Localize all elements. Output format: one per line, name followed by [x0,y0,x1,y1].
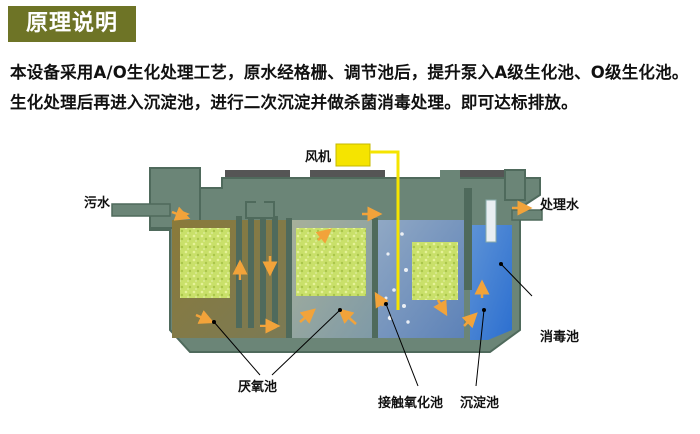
sediment-water [470,225,512,340]
media-block [412,242,458,300]
label-anaerobic-tank: 厌氧池 [238,380,278,395]
media-block [296,228,366,296]
leader-lines [213,263,533,387]
blower-box [335,143,371,167]
top-covers [225,170,525,178]
outlet-pipe [511,209,543,221]
label-sedimentation-tank: 沉淀池 [460,396,500,411]
media-block [180,228,230,298]
label-disinfection-tank: 消毒池 [540,330,580,345]
air-pipe [370,150,400,310]
section-title: 原理说明 [8,6,136,42]
label-sewage: 污水 [84,196,111,211]
inlet-pipe [111,203,171,217]
tank-diagram-svg [111,143,543,387]
process-diagram: 风机 污水 处理水 消毒池 厌氧池 接触氧化池 沉淀池 [0,130,700,430]
label-blower: 风机 [305,150,332,165]
label-treated-water: 处理水 [540,198,580,213]
label-contact-oxidation-tank: 接触氧化池 [378,396,444,411]
description-text: 本设备采用A/O生化处理工艺，原水经格栅、调节池后，提升泵入A级生化池、O级生化… [10,63,689,112]
